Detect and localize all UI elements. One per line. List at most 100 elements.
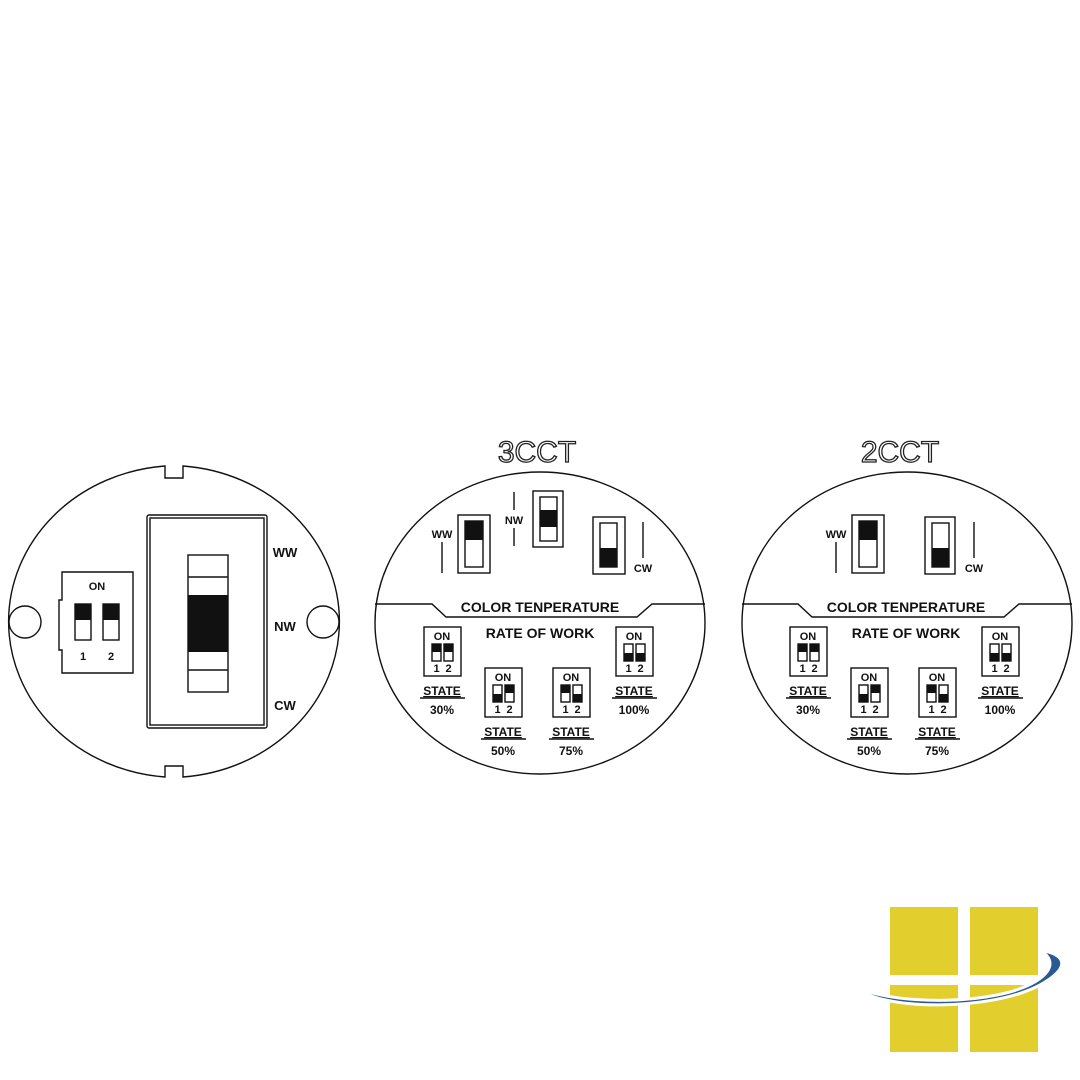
dip-switch-2-knob <box>573 694 582 702</box>
state-value: 100% <box>985 703 1016 717</box>
dip-number-2: 2 <box>108 651 114 663</box>
rate-of-work-label: RATE OF WORK <box>852 625 961 641</box>
state-label: STATE <box>918 725 956 739</box>
selector-knob <box>188 595 228 652</box>
dip-switch-2-knob <box>1002 653 1011 661</box>
state-value: 30% <box>796 703 820 717</box>
state-label: STATE <box>789 684 827 698</box>
dip-box <box>850 667 889 718</box>
dip-switch-1-knob <box>859 694 868 702</box>
cw-switch[interactable] <box>924 516 956 575</box>
panel-title-3cct: 3CCT <box>498 436 576 469</box>
board-outline <box>7 465 341 778</box>
dip-number-2: 2 <box>506 704 512 716</box>
state-value: 75% <box>925 744 949 758</box>
panel-3cct: 3CCT COLOR TENPERATURE RATE OF WORK WW N… <box>374 435 706 775</box>
dip-switch-2-knob <box>103 604 119 620</box>
ww-label: WW <box>432 529 453 541</box>
dip-number-1: 1 <box>562 704 568 716</box>
dip-on-label: ON <box>434 631 451 643</box>
dip-box <box>615 626 654 677</box>
dip-switch-1-knob <box>493 694 502 702</box>
dip-box <box>918 667 957 718</box>
cw-label: CW <box>634 563 653 575</box>
dip-box <box>484 667 523 718</box>
dip-number-2: 2 <box>1003 663 1009 675</box>
nw-label: NW <box>505 515 524 527</box>
color-temperature-label: COLOR TENPERATURE <box>827 599 985 615</box>
dip-switch-1-knob <box>75 604 91 620</box>
cw-switch[interactable] <box>592 516 626 575</box>
dip-switch-2-knob <box>636 653 645 661</box>
cct-selector-switch[interactable] <box>146 514 268 729</box>
color-temperature-label: COLOR TENPERATURE <box>461 599 619 615</box>
state-label: STATE <box>484 725 522 739</box>
company-logo <box>856 907 1064 1052</box>
dip-number-2: 2 <box>940 704 946 716</box>
selector-label-nw: NW <box>274 619 296 634</box>
dip-switch-1-knob <box>432 644 441 652</box>
dip-on-label: ON <box>563 672 580 684</box>
mounting-hole-left <box>8 605 42 639</box>
dip-number-1: 1 <box>928 704 934 716</box>
dip-switch-1-knob <box>990 653 999 661</box>
dip-switch-2-knob <box>505 685 514 693</box>
dip-on-label: ON <box>929 672 946 684</box>
state-value: 50% <box>491 744 515 758</box>
ww-label: WW <box>826 529 847 541</box>
dip-number-1: 1 <box>433 663 439 675</box>
dip-number-2: 2 <box>445 663 451 675</box>
dip-number-2: 2 <box>637 663 643 675</box>
nw-switch[interactable] <box>532 490 564 548</box>
dip-switch-1-knob <box>798 644 807 652</box>
selector-label-cw: CW <box>274 698 296 713</box>
dip-on-label: ON <box>992 631 1009 643</box>
dip-on-label: ON <box>89 581 106 593</box>
state-label: STATE <box>423 684 461 698</box>
dip-on-label: ON <box>861 672 878 684</box>
panel-title-2cct: 2CCT <box>861 436 939 469</box>
board-drawing: ON 1 2 WW NW CW <box>7 465 341 778</box>
rate-of-work-label: RATE OF WORK <box>486 625 595 641</box>
dip-on-label: ON <box>495 672 512 684</box>
dip-number-1: 1 <box>80 651 86 663</box>
dip-on-label: ON <box>626 631 643 643</box>
dip-switch-1-knob <box>561 685 570 693</box>
cw-label: CW <box>965 563 984 575</box>
dip-box <box>789 626 828 677</box>
state-value: 75% <box>559 744 583 758</box>
dip-switch-1-knob <box>927 685 936 693</box>
state-label: STATE <box>850 725 888 739</box>
dip-number-1: 1 <box>625 663 631 675</box>
dip-number-1: 1 <box>799 663 805 675</box>
state-label: STATE <box>981 684 1019 698</box>
selector-label-ww: WW <box>273 545 298 560</box>
dip-number-2: 2 <box>811 663 817 675</box>
dip-switch-block[interactable]: ON 1 2 <box>58 571 134 674</box>
mounting-hole-right <box>306 605 340 639</box>
ww-switch[interactable] <box>851 514 885 574</box>
ww-switch[interactable] <box>457 514 491 574</box>
dip-number-1: 1 <box>494 704 500 716</box>
dip-switch-2-knob <box>810 644 819 652</box>
state-value: 50% <box>857 744 881 758</box>
dip-on-label: ON <box>800 631 817 643</box>
panel-2cct: 2CCT COLOR TENPERATURE RATE OF WORK WW C… <box>741 435 1073 775</box>
dip-switch-1-knob <box>624 653 633 661</box>
state-value: 30% <box>430 703 454 717</box>
dip-switch-2-knob <box>871 685 880 693</box>
dip-number-1: 1 <box>860 704 866 716</box>
dip-switch-2-knob <box>444 644 453 652</box>
dip-number-2: 2 <box>574 704 580 716</box>
dip-number-2: 2 <box>872 704 878 716</box>
dip-switch-2-knob <box>939 694 948 702</box>
